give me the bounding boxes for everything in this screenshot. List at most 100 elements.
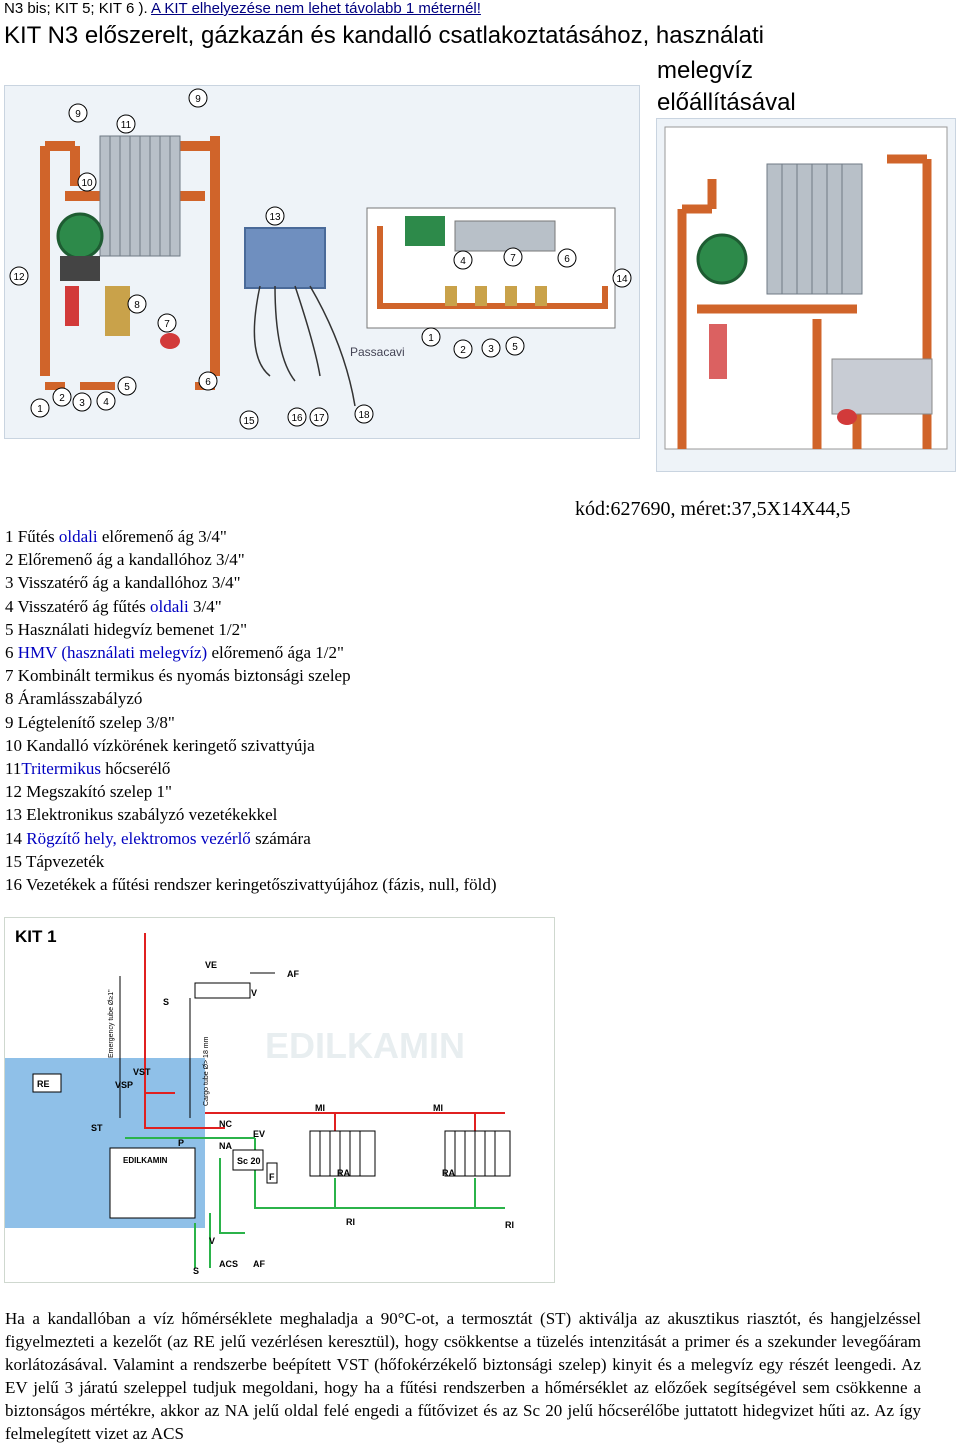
page-title-continued: melegvíz előállításával	[657, 55, 796, 119]
top-line-prefix: N3 bis; KIT 5; KIT 6 ).	[4, 0, 152, 17]
legend-text: 1 Fűtés	[5, 527, 59, 546]
callout-18: 18	[358, 410, 370, 421]
legend-item: 14 Rögzítő hely, elektromos vezérlő szám…	[5, 827, 497, 850]
legend-text: 2 Előremenő ág a kandallóhoz 3/4"	[5, 550, 245, 570]
kit1-label-ve: VE	[205, 960, 217, 970]
legend-item: 8 Áramlásszabályzó	[5, 687, 497, 710]
component-legend: 1 Fűtés oldali előremenő ág 3/4"2 Előrem…	[5, 525, 497, 896]
title-line-2: melegvíz	[657, 57, 754, 84]
callout-c14: 14	[616, 274, 628, 285]
legend-text: előremenő ág 3/4"	[97, 527, 227, 546]
legend-item: 7 Kombinált termikus és nyomás biztonság…	[5, 664, 497, 687]
callout-16: 16	[291, 413, 303, 424]
callout-5: 5	[124, 382, 130, 393]
kit1-label-na: NA	[219, 1141, 232, 1151]
legend-item: 16 Vezetékek a fűtési rendszer keringető…	[5, 873, 497, 896]
kit1-label-p: P	[178, 1138, 184, 1148]
kit1-brand: EDILKAMIN	[123, 1156, 168, 1165]
callout-9b: 9	[195, 94, 201, 105]
legend-text: 3 Visszatérő ág a kandallóhoz 3/4"	[5, 573, 241, 593]
callout-10: 10	[81, 178, 93, 189]
callout-15: 15	[243, 416, 255, 427]
callout-c7: 7	[510, 253, 516, 264]
description-paragraph: Ha a kandallóban a víz hőmérséklete megh…	[5, 1309, 921, 1443]
legend-item: 11Tritermikus hőcserélő	[5, 757, 497, 780]
kit1-emergency-tube-label: Emergency tube Ø≥1"	[108, 989, 115, 1058]
callout-17: 17	[313, 413, 325, 424]
kit1-label-af-bottom: AF	[253, 1259, 265, 1269]
legend-item: 5 Használati hidegvíz bemenet 1/2"	[5, 618, 497, 641]
legend-text: 5 Használati hidegvíz bemenet 1/2"	[5, 619, 248, 639]
legend-text: hőcserélő	[101, 759, 171, 779]
legend-text: 10 Kandalló vízkörének keringető szivatt…	[5, 735, 315, 755]
legend-item: 2 Előremenő ág a kandallóhoz 3/4"	[5, 548, 497, 571]
legend-text: 13 Elektronikus szabályzó vezetékekkel	[5, 805, 278, 825]
callout-12: 12	[13, 272, 25, 283]
legend-text: 14	[5, 828, 27, 848]
legend-item: 13 Elektronikus szabályzó vezetékekkel	[5, 803, 497, 826]
kit1-label-v: V	[251, 988, 257, 998]
kit1-label-ra-1: RA	[337, 1168, 350, 1178]
kit1-label-ri-1: RI	[346, 1217, 355, 1227]
kit1-label-ra-2: RA	[442, 1168, 455, 1178]
legend-item: 9 Légtelenítő szelep 3/8"	[5, 711, 497, 734]
legend-item: 12 Megszakító szelep 1"	[5, 780, 497, 803]
legend-text: 4 Visszatérő ág fűtés	[5, 596, 151, 616]
callout-6: 6	[205, 377, 211, 388]
kit1-label-s-bottom: S	[193, 1266, 199, 1276]
kit-n3-assembled-photo	[656, 118, 956, 472]
callout-c3: 3	[488, 344, 494, 355]
legend-item: 10 Kandalló vízkörének keringető szivatt…	[5, 734, 497, 757]
passacavi-label: Passacavi	[350, 345, 405, 359]
kit1-label-s: S	[163, 997, 169, 1007]
page-title: KIT N3 előszerelt, gázkazán és kandalló …	[4, 22, 764, 49]
legend-item: 4 Visszatérő ág fűtés oldali 3/4"	[5, 595, 497, 618]
callout-c6: 6	[564, 254, 570, 265]
legend-text: 11	[5, 759, 22, 779]
kit1-label-v-bottom: V	[209, 1236, 215, 1246]
kit1-diagram: KIT 1 EDILKAMIN EDILKAMIN	[5, 927, 514, 1276]
kit1-label-af: AF	[287, 969, 299, 979]
kit1-watermark: EDILKAMIN	[265, 1025, 465, 1066]
callout-13: 13	[269, 212, 281, 223]
kit1-label-nc: NC	[219, 1119, 232, 1129]
legend-item: 6 HMV (használati melegvíz) előremenő ág…	[5, 641, 497, 664]
legend-text: számára	[250, 828, 311, 848]
kit1-label-ri-2: RI	[505, 1220, 514, 1230]
product-code: kód:627690, méret:37,5X14X44,5	[575, 498, 851, 520]
kit1-cargo-tube-label: Cargo tube Ø> 18 mm	[203, 1036, 210, 1106]
legend-item: 1 Fűtés oldali előremenő ág 3/4"	[5, 525, 497, 548]
callout-9a: 9	[75, 109, 81, 120]
legend-text: 3/4"	[188, 596, 222, 616]
legend-text: 16 Vezetékek a fűtési rendszer keringető…	[5, 875, 497, 895]
kit1-title: KIT 1	[15, 927, 57, 946]
kit1-schematic: KIT 1 EDILKAMIN EDILKAMIN	[4, 917, 555, 1283]
title-line-3: előállításával	[657, 89, 796, 116]
legend-item: 15 Tápvezeték	[5, 850, 497, 873]
callout-c2: 2	[460, 345, 466, 356]
legend-highlight: Rögzítő hely, elektromos vezérlő	[26, 828, 251, 848]
legend-highlight: Tritermikus	[21, 759, 102, 779]
kit-n3-assembled-illustration	[664, 126, 948, 450]
kit1-label-f: F	[269, 1172, 275, 1182]
callout-c5: 5	[512, 342, 518, 353]
legend-text: 7 Kombinált termikus és nyomás biztonság…	[5, 666, 351, 686]
callout-2: 2	[59, 393, 65, 404]
legend-text: 9 Légtelenítő szelep 3/8"	[5, 712, 175, 732]
legend-text: 8 Áramlásszabályzó	[5, 689, 143, 709]
kit1-label-vst: VST	[133, 1067, 151, 1077]
kit1-label-re: RE	[37, 1079, 50, 1089]
kit1-label-vsp: VSP	[115, 1080, 133, 1090]
kit1-label-mi-1: MI	[315, 1103, 325, 1113]
legend-text: előremenő ága 1/2"	[207, 643, 344, 663]
callout-c4: 4	[460, 256, 466, 267]
legend-highlight: oldali	[150, 596, 189, 616]
placement-warning-link[interactable]: A KIT elhelyezése nem lehet távolabb 1 m…	[151, 0, 481, 17]
callout-1: 1	[37, 404, 43, 415]
kit1-label-mi-2: MI	[433, 1103, 443, 1113]
callout-4: 4	[103, 397, 109, 408]
kit1-label-acs: ACS	[219, 1259, 238, 1269]
legend-highlight: HMV (használati melegvíz)	[17, 643, 208, 663]
top-line: N3 bis; KIT 5; KIT 6 ). A KIT elhelyezés…	[4, 0, 481, 17]
legend-text: 12 Megszakító szelep 1"	[5, 782, 172, 802]
